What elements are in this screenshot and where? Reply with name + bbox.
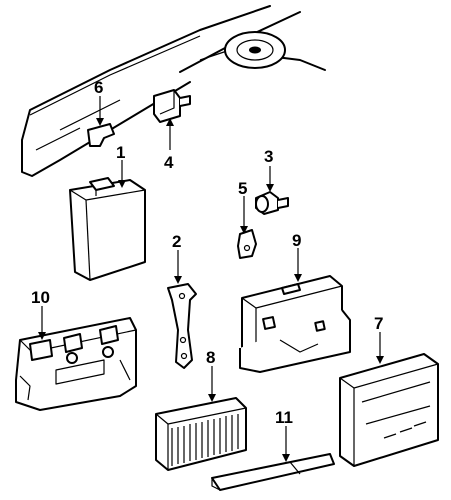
part-10-bracket: [15, 317, 137, 411]
callout-8: 8: [206, 348, 215, 367]
part-1-canister: [69, 177, 146, 281]
dashboard-panel: [21, 5, 326, 177]
callout-6: 6: [94, 78, 103, 97]
part-4-relay: [153, 89, 191, 123]
callout-7: 7: [374, 314, 383, 333]
callout-labels: 6 1 4 3 5 2 9 10 7 8 11: [31, 78, 383, 427]
callout-4: 4: [164, 153, 174, 172]
callout-2: 2: [172, 232, 181, 251]
part-7-module: [339, 353, 439, 467]
callout-11: 11: [275, 408, 293, 427]
part-2-bracket: [167, 283, 197, 369]
callout-9: 9: [292, 231, 301, 250]
part-8-module: [155, 397, 247, 471]
part-11-panel: [211, 453, 335, 491]
part-9-module: [239, 275, 351, 373]
callout-1: 1: [116, 143, 125, 162]
part-6-bracket: [87, 123, 115, 147]
callout-3: 3: [264, 147, 273, 166]
callout-10: 10: [31, 288, 50, 307]
part-5-clip: [237, 229, 257, 259]
part-3-sensor: [255, 191, 289, 215]
callout-5: 5: [238, 179, 247, 198]
arrow-heads: [38, 118, 384, 462]
